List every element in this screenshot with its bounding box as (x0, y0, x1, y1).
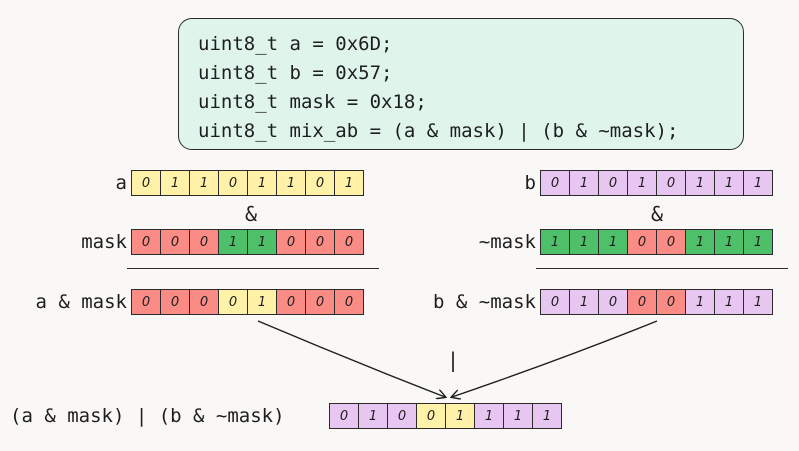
bit-cell: 0 (540, 289, 570, 315)
code-line-mask: uint8_t mask = 0x18; (198, 91, 427, 113)
bit-cell: 1 (743, 229, 773, 255)
bit-cell: 0 (160, 229, 190, 255)
code-line-mix: uint8_t mix_ab = (a & mask) | (b & ~mask… (198, 120, 679, 142)
and-operator-left: & (245, 202, 258, 226)
code-block: uint8_t a = 0x6D; uint8_t b = 0x57; uint… (178, 18, 744, 150)
arrow-from-left (257, 320, 445, 397)
bit-cell: 1 (569, 170, 599, 196)
bit-cell: 0 (276, 289, 306, 315)
bit-cell: 1 (474, 403, 504, 429)
or-operator: | (447, 348, 460, 372)
divider-left (127, 268, 379, 269)
divider-right (536, 268, 788, 269)
bit-cell: 1 (743, 170, 773, 196)
bit-cell: 0 (334, 289, 364, 315)
bit-cell: 0 (627, 229, 657, 255)
label-a: a (115, 172, 127, 194)
bit-cell: 0 (218, 289, 248, 315)
label-a-and-mask: a & mask (35, 291, 127, 313)
label-mask: mask (81, 231, 127, 253)
bit-cell: 1 (247, 289, 277, 315)
bit-cell: 0 (656, 229, 686, 255)
label-b-and-not-mask: b & ~mask (433, 291, 536, 313)
code-line-b: uint8_t b = 0x57; (198, 62, 393, 84)
label-b: b (524, 172, 536, 194)
code-line-a: uint8_t a = 0x6D; (198, 33, 393, 55)
bit-cell: 0 (131, 229, 161, 255)
bit-cell: 0 (598, 170, 628, 196)
bit-cell: 0 (334, 229, 364, 255)
bit-cell: 1 (598, 229, 628, 255)
label-final: (a & mask) | (b & ~mask) (10, 405, 285, 427)
bit-cell: 0 (189, 289, 219, 315)
and-operator-right: & (651, 202, 664, 226)
bit-cell: 1 (247, 170, 277, 196)
arrow-from-right (452, 320, 658, 397)
bit-cell: 0 (387, 403, 417, 429)
bit-cell: 1 (569, 229, 599, 255)
bit-cell: 1 (532, 403, 562, 429)
bit-cell: 0 (131, 170, 161, 196)
bit-cell: 0 (305, 170, 335, 196)
bit-cell: 0 (160, 289, 190, 315)
bit-cell: 1 (743, 289, 773, 315)
bit-cell: 0 (276, 229, 306, 255)
bit-cell: 1 (685, 170, 715, 196)
bit-cell: 0 (329, 403, 359, 429)
bit-cell: 0 (598, 289, 628, 315)
bit-cell: 1 (358, 403, 388, 429)
bit-cell: 1 (160, 170, 190, 196)
bit-cell: 0 (540, 170, 570, 196)
bit-cell: 1 (445, 403, 475, 429)
bit-cell: 1 (569, 289, 599, 315)
bit-cell: 1 (685, 289, 715, 315)
bit-cell: 1 (714, 229, 744, 255)
bit-cell: 0 (305, 289, 335, 315)
bit-cell: 0 (656, 170, 686, 196)
label-not-mask: ~mask (478, 231, 536, 253)
bit-cell: 1 (334, 170, 364, 196)
bit-cell: 0 (416, 403, 446, 429)
bit-cell: 1 (503, 403, 533, 429)
bit-cell: 1 (714, 170, 744, 196)
bit-cell: 1 (540, 229, 570, 255)
